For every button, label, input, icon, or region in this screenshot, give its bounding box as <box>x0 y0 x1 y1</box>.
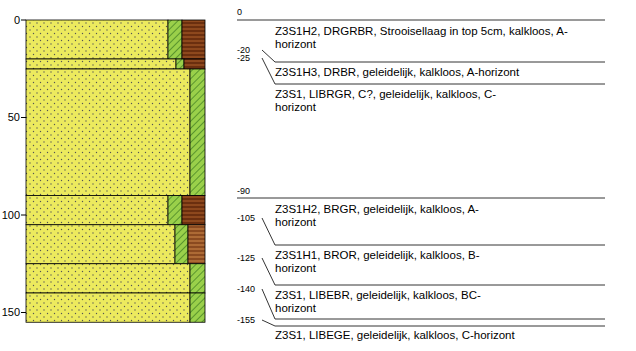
silt-strip <box>175 225 188 264</box>
horizon-description: Z3S1H2, BRGR, geleidelijk, kalkloos, A-h… <box>275 203 515 229</box>
boundary-leader <box>262 320 605 326</box>
depth-label: -25 <box>237 53 261 63</box>
axis-tick-label: 50 <box>1 111 20 124</box>
humus-strip <box>184 59 205 69</box>
sand-fill <box>26 196 168 225</box>
sand-fill <box>26 69 190 196</box>
axis-tick <box>21 312 26 313</box>
depth-label: -105 <box>237 213 261 223</box>
depth-label: -125 <box>237 253 261 263</box>
axis-tick <box>21 20 26 21</box>
boundary-line <box>237 198 605 199</box>
depth-label: -90 <box>237 186 261 196</box>
sand-fill <box>26 264 190 293</box>
boundary-leader <box>262 289 605 319</box>
sand-fill <box>26 59 176 69</box>
humus-strip <box>182 196 205 225</box>
sand-fill <box>26 225 175 264</box>
boundary-line <box>237 20 605 21</box>
horizon-description: Z3S1, LIBRGR, C?, geleidelijk, kalkloos,… <box>275 88 535 114</box>
horizon-description: Z3S1H1, BROR, geleidelijk, kalkloos, B-h… <box>275 249 515 275</box>
depth-label: 0 <box>237 7 259 17</box>
boundary-leader <box>262 50 605 62</box>
horizon-description: Z3S1, LIBEGE, geleidelijk, kalkloos, C-h… <box>275 329 615 342</box>
horizon-description: Z3S1, LIBEBR, geleidelijk, kalkloos, BC-… <box>275 289 510 315</box>
silt-strip <box>190 264 205 293</box>
sand-fill <box>26 293 190 322</box>
silt-strip <box>190 293 205 322</box>
humus-strip <box>182 20 205 59</box>
horizon-description: Z3S1H3, DRBR, geleidelijk, kalkloos, A-h… <box>275 66 615 79</box>
sand-fill <box>26 20 168 59</box>
axis-tick-label: 100 <box>1 209 20 222</box>
axis-tick <box>21 215 26 216</box>
axis-tick <box>21 117 26 118</box>
depth-label: -155 <box>237 315 261 325</box>
depth-label: -140 <box>237 284 261 294</box>
axis-tick-label: 0 <box>1 14 20 27</box>
silt-strip <box>168 196 182 225</box>
silt-strip <box>168 20 182 59</box>
silt-strip <box>176 59 184 69</box>
axis-tick-label: 150 <box>1 306 20 319</box>
humus-strip <box>188 225 205 264</box>
silt-strip <box>190 69 205 196</box>
horizon-description: Z3S1H2, DRGRBR, Strooisellaag in top 5cm… <box>275 25 575 51</box>
